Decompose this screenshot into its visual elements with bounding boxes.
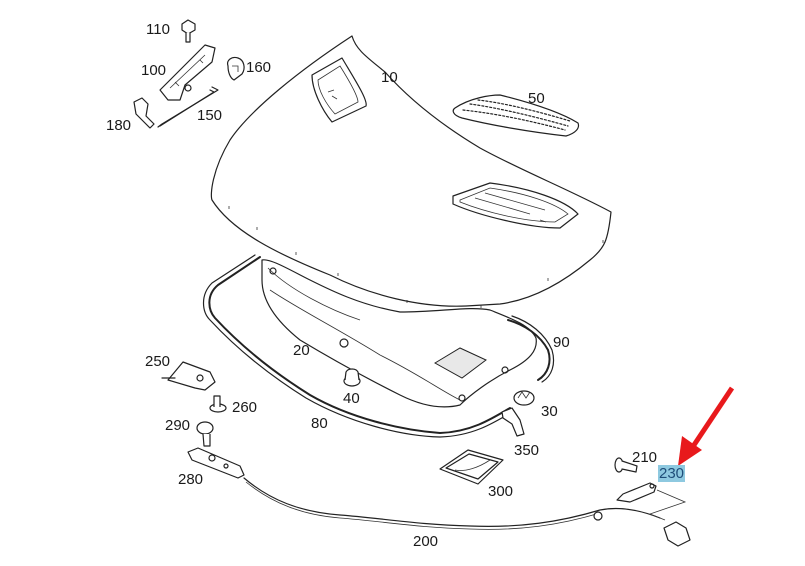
part-label-90: 90 bbox=[553, 334, 570, 351]
part-label-100: 100 bbox=[141, 62, 167, 79]
lock-bracket-250-part bbox=[161, 361, 216, 391]
cover-plate-part bbox=[439, 449, 504, 485]
part-label-30: 30 bbox=[541, 403, 558, 420]
part-label-280: 280 bbox=[178, 471, 204, 488]
part-label-50: 50 bbox=[528, 90, 545, 107]
seal-strip-part bbox=[202, 254, 513, 438]
part-label-180: 180 bbox=[106, 117, 132, 134]
part-label-20: 20 bbox=[293, 342, 310, 359]
screw-260-part bbox=[209, 395, 227, 413]
part-label-40: 40 bbox=[343, 390, 360, 407]
part-label-210: 210 bbox=[632, 449, 658, 466]
bracket-part bbox=[501, 407, 525, 437]
part-label-300: 300 bbox=[488, 483, 514, 500]
bump-stop-part bbox=[343, 368, 361, 387]
screw-290-part bbox=[196, 421, 214, 447]
part-label-80: 80 bbox=[311, 415, 328, 432]
release-lever-280-part bbox=[187, 447, 245, 479]
hood-panel-part bbox=[210, 35, 612, 308]
part-label-200: 200 bbox=[413, 533, 439, 550]
lever-230-part bbox=[616, 482, 687, 521]
latch-clip-180-part bbox=[133, 97, 155, 129]
part-label-350: 350 bbox=[514, 442, 540, 459]
red-arrow-icon bbox=[678, 386, 735, 466]
clip-160-part bbox=[227, 56, 245, 81]
cable-connector-part bbox=[663, 521, 691, 547]
part-label-290: 290 bbox=[165, 417, 191, 434]
part-label-260: 260 bbox=[232, 399, 258, 416]
side-seal-part bbox=[507, 315, 555, 383]
release-cable-part bbox=[243, 477, 661, 530]
part-label-10: 10 bbox=[381, 69, 398, 86]
part-label-150: 150 bbox=[197, 107, 223, 124]
part-label-230-highlighted: 230 bbox=[658, 465, 686, 482]
part-label-110: 110 bbox=[146, 21, 170, 38]
clip-part bbox=[513, 390, 535, 406]
part-label-250: 250 bbox=[145, 353, 171, 370]
insulation-mat-part bbox=[261, 259, 537, 408]
bolt-110-part bbox=[181, 19, 196, 43]
screw-210-part bbox=[614, 457, 638, 473]
hinge-100-part bbox=[159, 44, 216, 101]
support-rod-part bbox=[157, 86, 219, 128]
part-label-160: 160 bbox=[246, 59, 272, 76]
grille-insert-part bbox=[452, 94, 580, 137]
